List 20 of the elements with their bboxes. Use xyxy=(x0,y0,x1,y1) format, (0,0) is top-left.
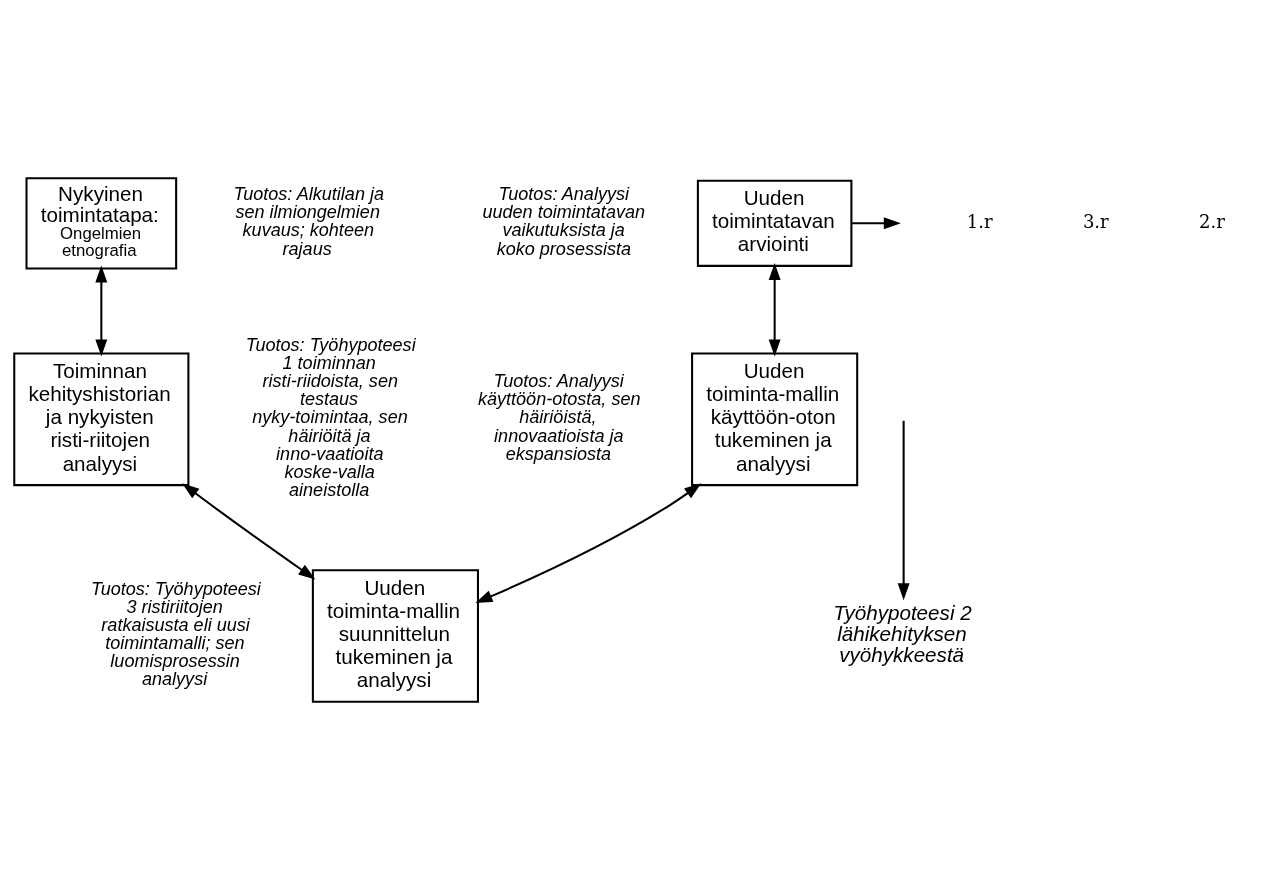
arrow xyxy=(475,482,702,603)
arrow xyxy=(95,264,108,357)
arrow xyxy=(897,420,910,600)
node-label: Tuotos: Analyysi käyttöön-otosta, sen häiriöistä, innovaatioista ja ekspansiosta xyxy=(477,370,641,464)
label: 3.r xyxy=(1082,210,1109,232)
node-box: Nykyinen toimintatapa: Ongelmien etnografia xyxy=(25,176,178,269)
arrow xyxy=(182,482,316,579)
node-box: Toiminnan kehityshistorian ja nykyisten risti-riitojen analyysi xyxy=(13,352,190,486)
node-box: Uuden toiminta-mallin käyttöön-oton tukeminen ja analyysi xyxy=(691,352,859,486)
label: 2.r xyxy=(1198,210,1225,232)
node-label: Tuotos: Työhypoteesi 1 toiminnan risti-riidoista, sen testaus nyky-toimintaa, sen häiriöitä ja inno-vaatioita koske-valla aineistolla xyxy=(245,334,416,500)
label: 1.r xyxy=(966,210,993,232)
node-box: Uuden toiminta-mallin suunnittelun tukeminen ja analyysi xyxy=(311,568,479,703)
node-label: Tuotos: Analyysi uuden toimintatavan vaikutuksista ja koko prosessista xyxy=(482,183,646,259)
node-box: Uuden toimintatavan arviointi xyxy=(696,179,853,267)
node-label: Tuotos: Alkutilan ja sen ilmiongelmien kuvaus; kohteen rajaus xyxy=(233,183,385,259)
node-label: Tuotos: Työhypoteesi 3 ristiriitojen ratkaisusta eli uusi toimintamalli; sen luomisprosessin analyysi xyxy=(91,578,261,689)
node-text: Työhypoteesi 2 lähikehityksen vyöhykkeestä xyxy=(833,600,972,666)
arrow xyxy=(851,216,901,229)
arrow xyxy=(768,262,781,357)
